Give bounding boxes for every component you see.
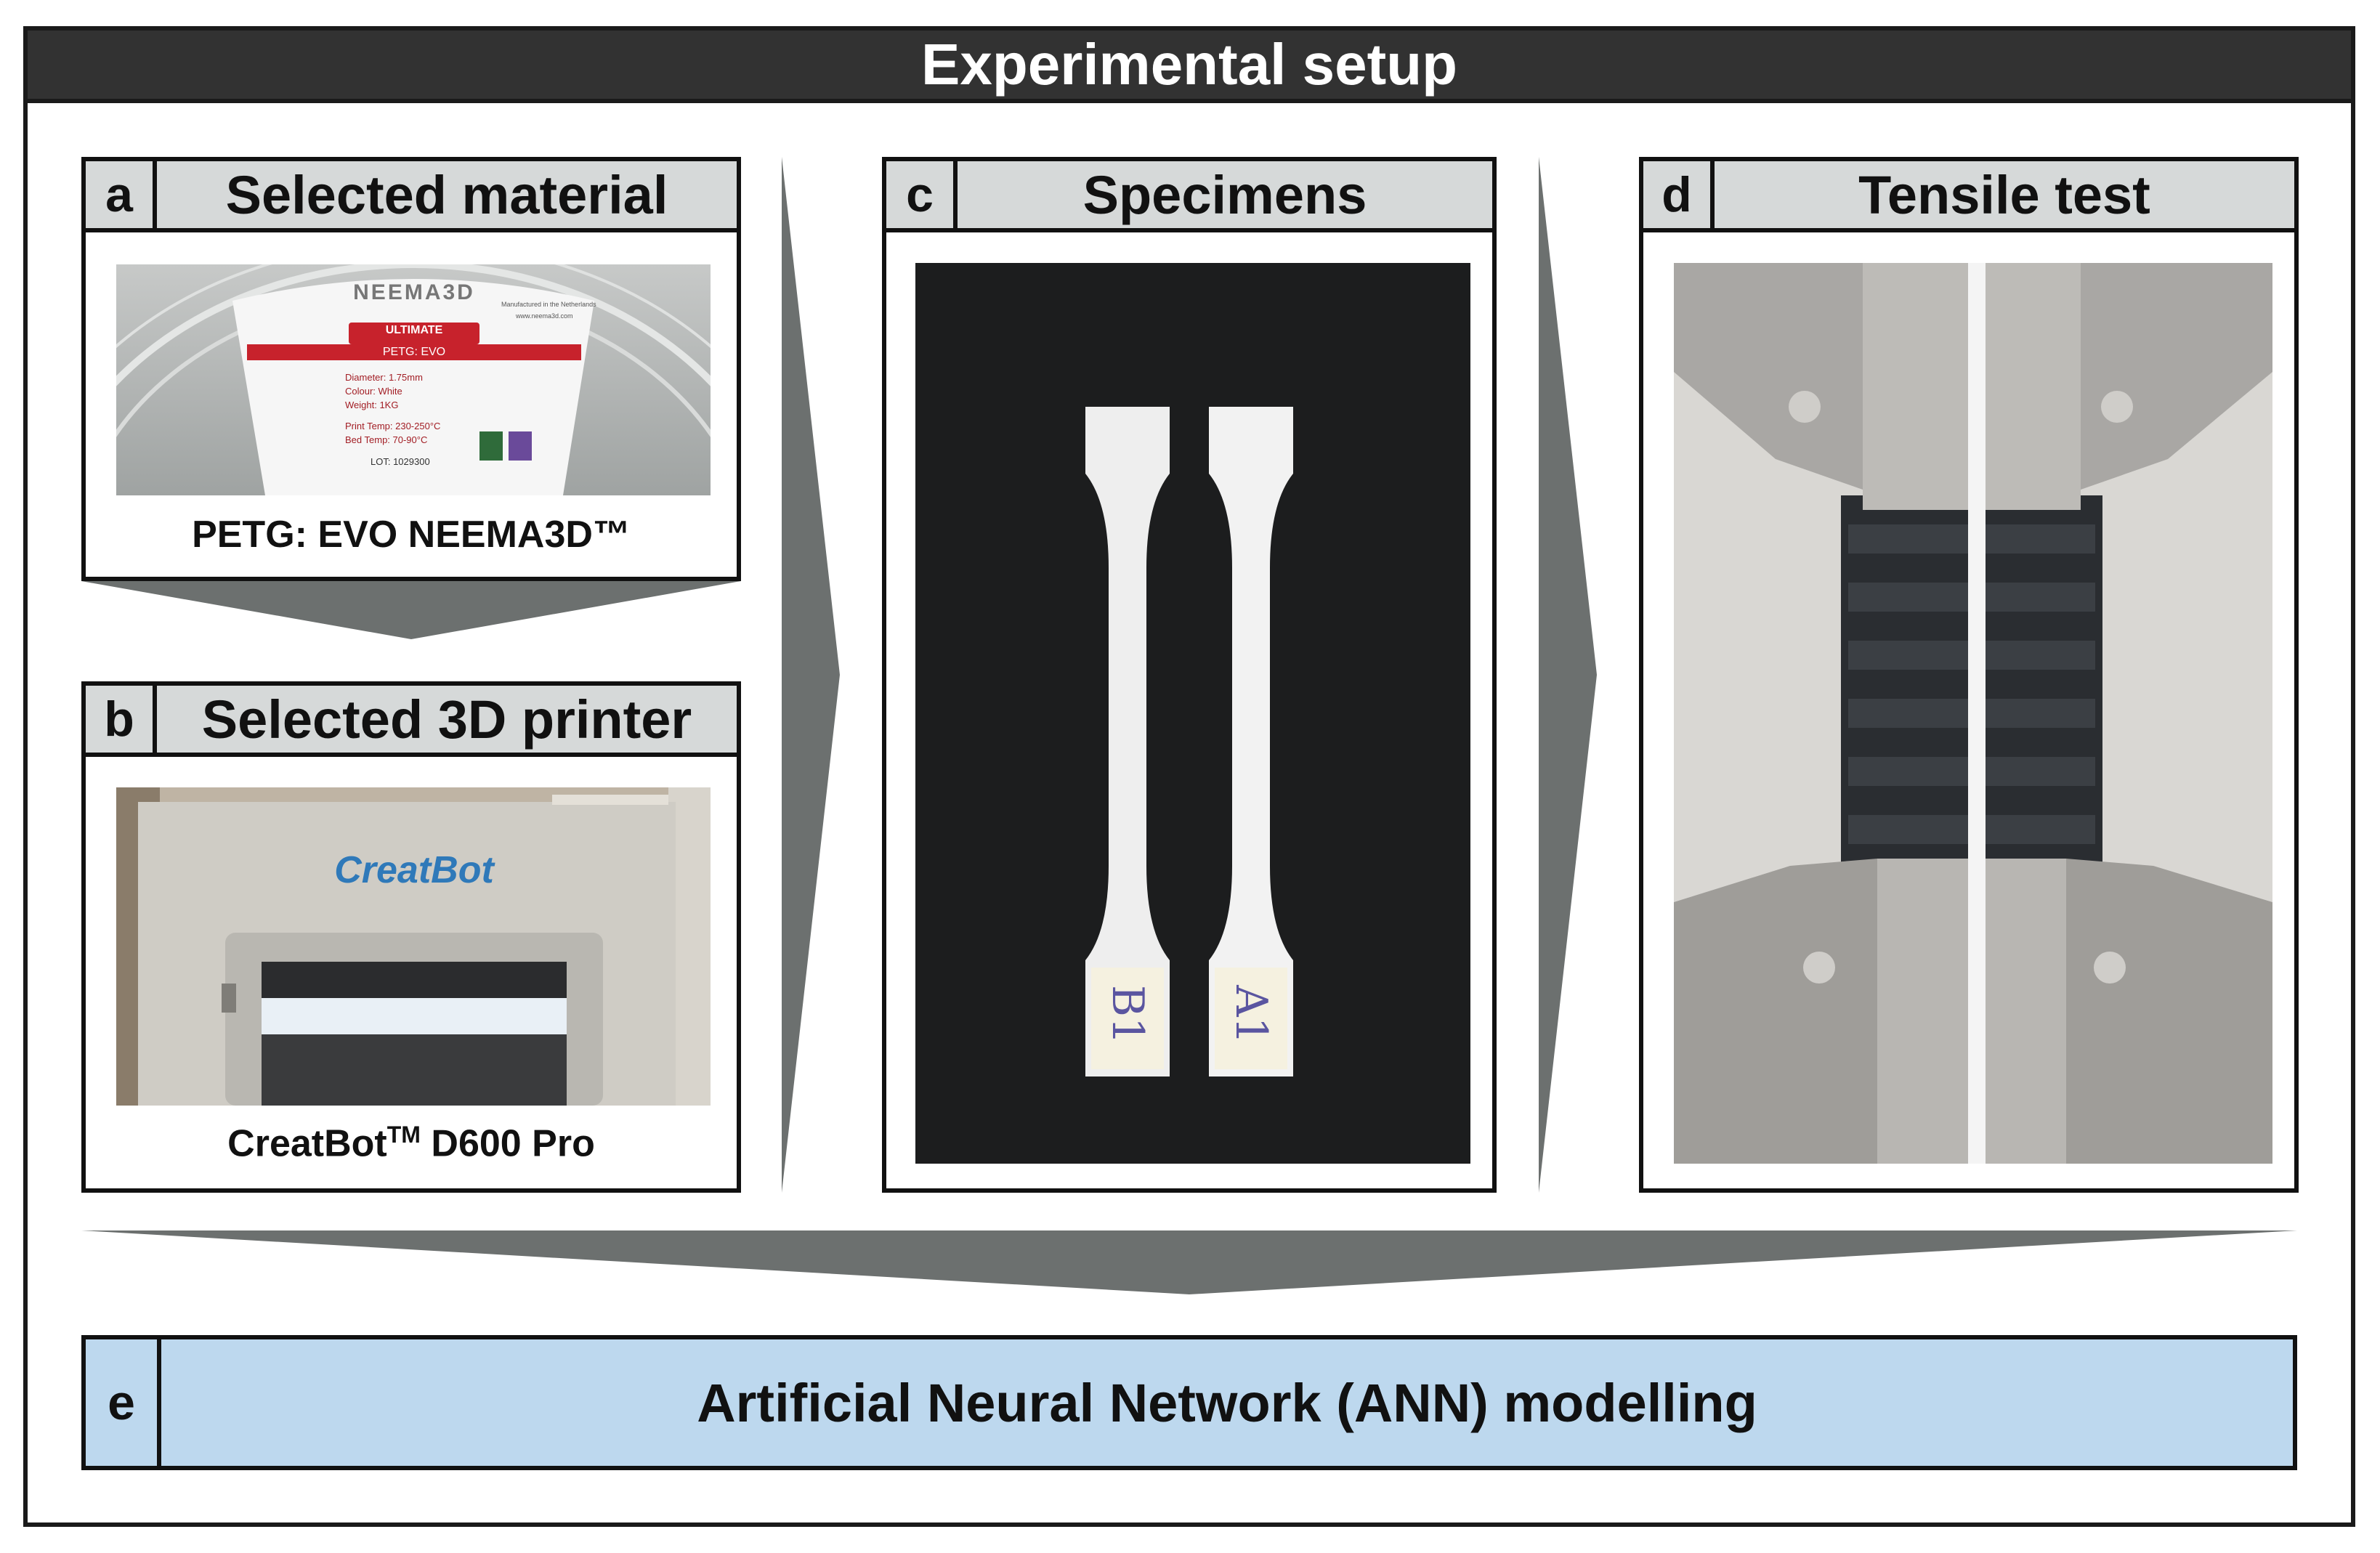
panel-letter: b (86, 686, 157, 753)
panel-tensile-test: d Tensile test (1639, 157, 2299, 1193)
panel-ann-modelling: e Artificial Neural Network (ANN) modell… (81, 1335, 2297, 1470)
reach-icon (509, 431, 532, 461)
down-arrow-a-to-b (81, 581, 741, 639)
panel-header: a Selected material (86, 161, 737, 232)
label-spec: Diameter: 1.75mm (345, 372, 423, 383)
panel-selected-3d-printer: b Selected 3D printer CreatBot CreatBotT… (81, 681, 741, 1193)
panel-header: b Selected 3D printer (86, 686, 737, 757)
panel-title: Specimens (1082, 164, 1367, 225)
caption-brand: CreatBot (227, 1122, 387, 1165)
label-edition: ULTIMATE (385, 324, 443, 336)
panel-letter: c (886, 161, 958, 228)
label-spec: Print Temp: 230-250°C (345, 421, 441, 431)
panel-letter: a (86, 161, 157, 228)
panel-specimens: c Specimens B1 A1 (882, 157, 1497, 1193)
down-arrow-to-ann (81, 1230, 2297, 1294)
tensile-machine-photo (1674, 263, 2272, 1164)
label-spec: Colour: White (345, 386, 402, 397)
diagram-title: Experimental setup (23, 26, 2355, 103)
panel-header: d Tensile test (1643, 161, 2294, 232)
label-lot: LOT: 1029300 (371, 456, 430, 467)
panel-caption: PETG: EVO NEEMA3D™ (192, 514, 631, 556)
caption-model: D600 Pro (420, 1122, 595, 1165)
panel-header: c Specimens (886, 161, 1492, 232)
label-site: www.neema3d.com (516, 312, 573, 320)
label-brand: NEEMA3D (353, 280, 475, 304)
label-made-in: Manufactured in the Netherlands (501, 301, 596, 308)
caption-trademark: TM (386, 1122, 421, 1148)
right-arrow-to-specimens (782, 157, 840, 1193)
panel-title: Selected material (225, 164, 668, 225)
printer-logo: CreatBot (334, 849, 494, 891)
ann-modelling-label: Artificial Neural Network (ANN) modellin… (697, 1372, 1757, 1433)
panel-caption: CreatBotTM D600 Pro (86, 1122, 737, 1165)
panel-selected-material: a Selected material NEEMA3D ULTIMATE PET… (81, 157, 741, 581)
label-spec: Weight: 1KG (345, 400, 399, 410)
specimens-photo: B1 A1 (915, 263, 1470, 1164)
panel-letter: d (1643, 161, 1715, 228)
filament-spool-photo: NEEMA3D ULTIMATE PETG: EVO Manufactured … (116, 264, 711, 495)
panel-title: Tensile test (1858, 164, 2150, 225)
printer-photo: CreatBot (116, 787, 711, 1106)
specimen-tag-right: A1 (1226, 985, 1276, 1045)
panel-letter: e (86, 1339, 161, 1466)
recycle-icon (479, 431, 503, 461)
panel-title: Selected 3D printer (201, 689, 692, 750)
specimen-tag-left: B1 (1102, 984, 1153, 1045)
right-arrow-to-tensile-test (1539, 157, 1597, 1193)
label-product: PETG: EVO (382, 346, 446, 358)
label-spec: Bed Temp: 70-90°C (345, 434, 428, 445)
